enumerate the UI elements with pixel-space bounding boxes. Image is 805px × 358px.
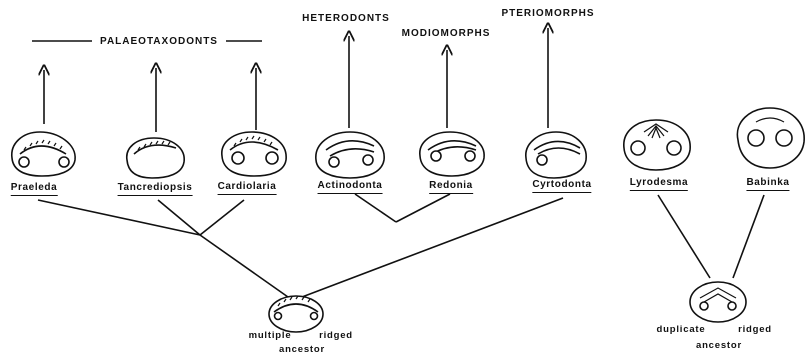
ancestor-label-duplicate: duplicate [656, 324, 706, 335]
cardiolaria-shell-icon [221, 131, 287, 177]
ancestor-label-multiple: multiple [248, 330, 292, 341]
taxon-label-tancrediopsis: Tancrediopsis [117, 182, 193, 196]
branch-cardiolaria [199, 199, 245, 236]
group-label-heterodonts: HETERODONTS [302, 13, 390, 24]
taxon-label-praeleda: Praeleda [10, 182, 58, 196]
branch-actinodonta [354, 193, 397, 223]
taxon-label-lyrodesma: Lyrodesma [629, 177, 689, 191]
taxon-label-babinka: Babinka [746, 177, 790, 191]
taxon-label-cardiolaria: Cardiolaria [217, 181, 277, 195]
ancestor-label-ridged-left: ridged [319, 330, 353, 341]
taxon-label-redonia: Redonia [429, 180, 473, 194]
branch-palaeo-root [199, 234, 289, 298]
branch-praeleda [37, 199, 201, 236]
ancestor-label-ridged-right: ridged [738, 324, 772, 335]
group-label-pteriomorphs: PTERIOMORPHS [501, 8, 595, 19]
babinka-shell-icon [736, 107, 805, 169]
ancestor-label-ancestor-right: ancestor [695, 340, 743, 351]
tancrediopsis-shell-icon [126, 137, 185, 179]
branch-cyrtodonta [301, 197, 564, 298]
praeleda-shell-icon [11, 131, 76, 177]
multiple-ridged-ancestor-shell-icon [268, 295, 324, 333]
redonia-shell-icon [419, 131, 485, 177]
branch-redonia [395, 193, 451, 223]
actinodonta-shell-icon [315, 131, 385, 179]
taxon-label-actinodonta: Actinodonta [317, 180, 383, 194]
group-label-modiomorphs: MODIOMORPHS [401, 28, 491, 39]
branch-tancrediopsis [157, 199, 201, 236]
duplicate-ridged-ancestor-shell-icon [689, 281, 747, 323]
cyrtodonta-shell-icon [525, 131, 587, 179]
lyrodesma-shell-icon [623, 119, 691, 171]
ancestor-label-ancestor-left: ancestor [278, 344, 326, 355]
branch-lyrodesma [657, 194, 711, 279]
branch-babinka [732, 194, 765, 279]
group-label-palaeotaxodonts: PALAEOTAXODONTS [100, 36, 218, 47]
taxon-label-cyrtodonta: Cyrtodonta [532, 179, 592, 193]
